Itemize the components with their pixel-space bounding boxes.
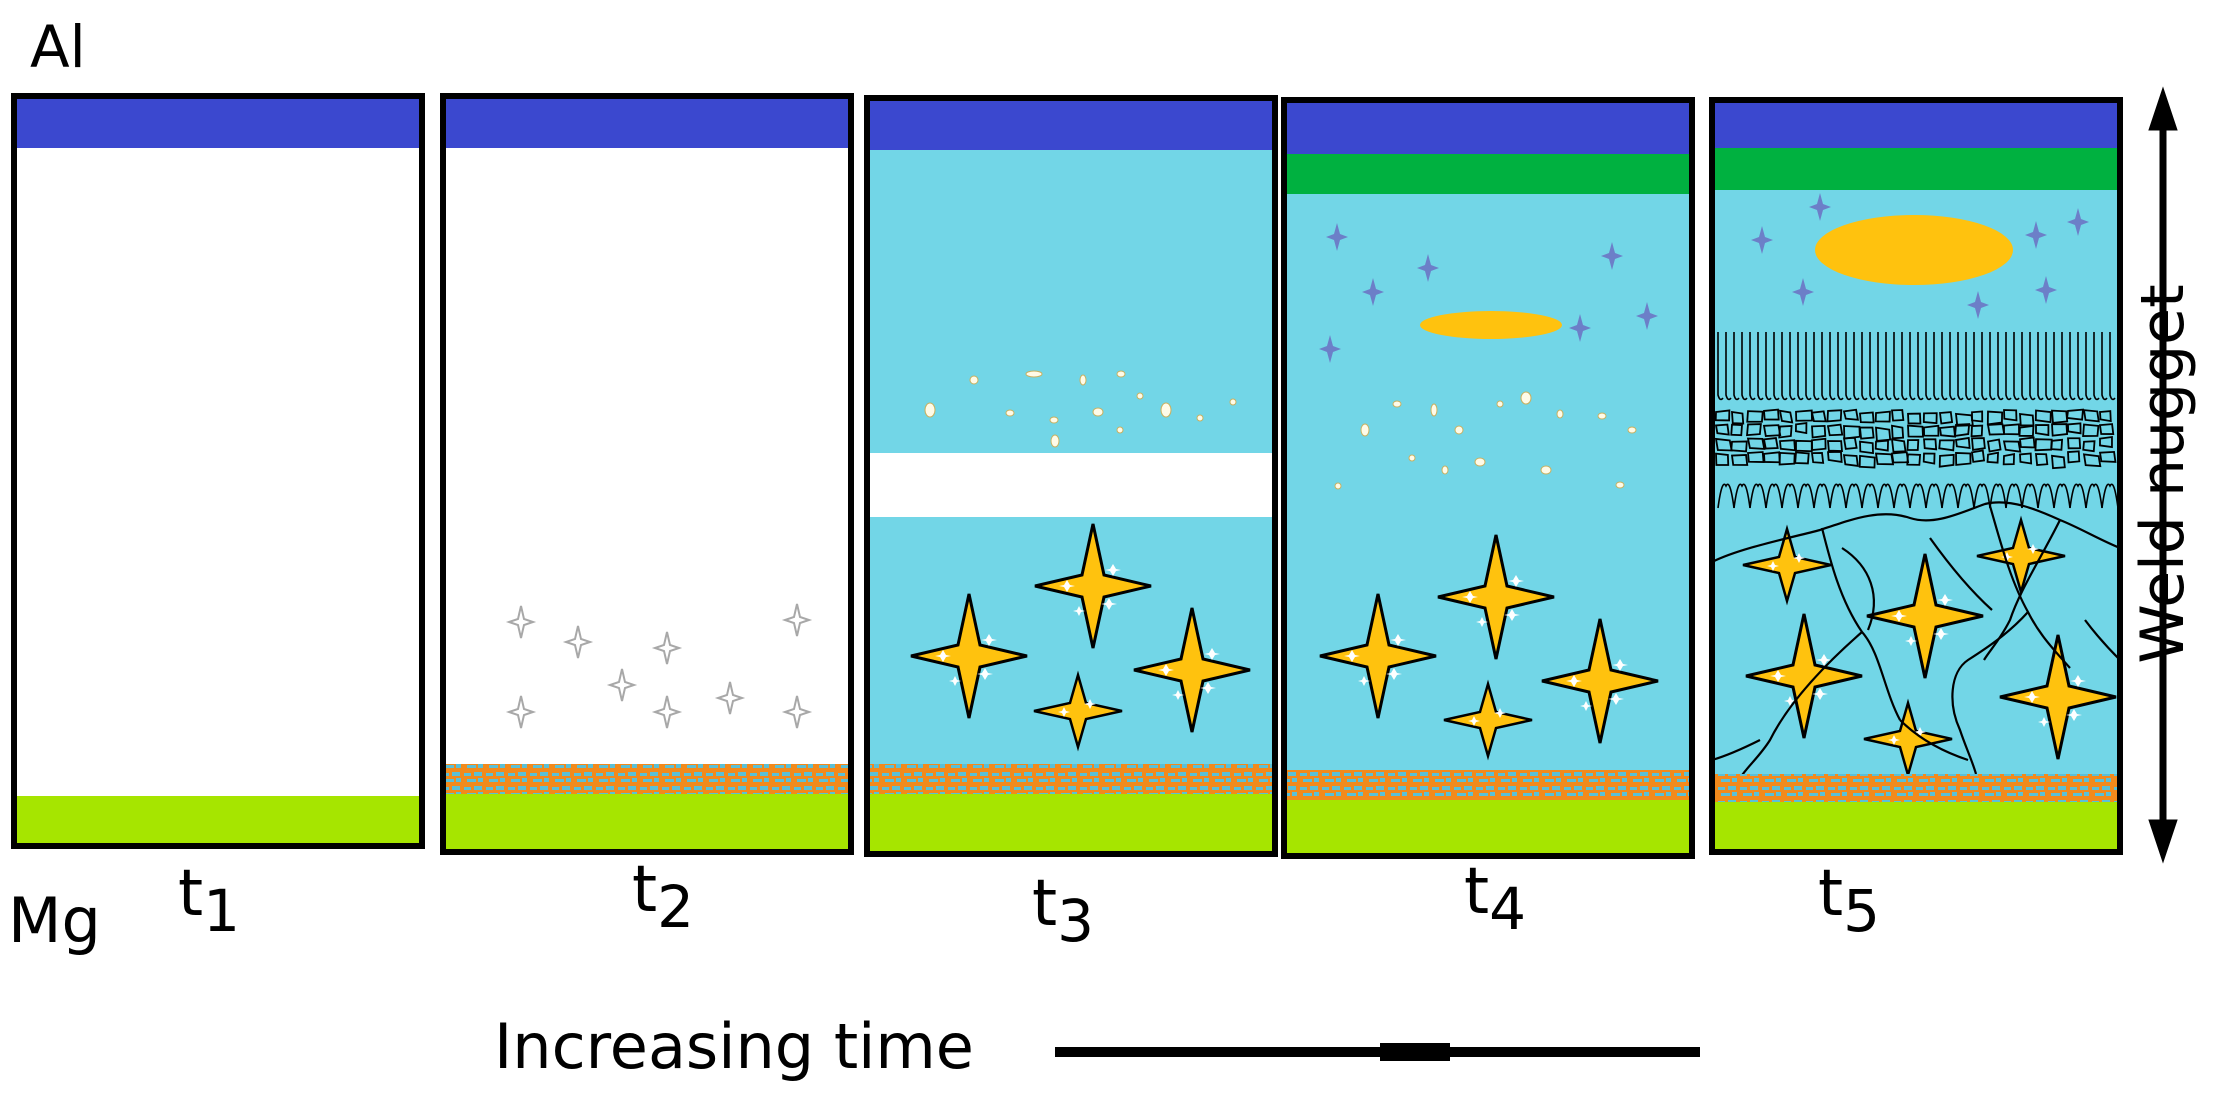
equiaxed-grains xyxy=(1714,408,2117,470)
weld-nugget-arrow xyxy=(2148,86,2178,864)
time-label-t4: t4 xyxy=(1464,855,1526,943)
al-layer xyxy=(443,96,851,148)
grain-boundary-cracks xyxy=(1711,501,2121,779)
time-label-t2: t2 xyxy=(632,853,694,941)
time-label-t3: t3 xyxy=(1032,867,1094,955)
interface-layer xyxy=(443,764,851,794)
weld-nugget-label: Weld nugget xyxy=(2128,284,2198,664)
mg-layer xyxy=(14,796,422,846)
panel-t1 xyxy=(11,93,425,849)
mg-layer xyxy=(443,794,851,852)
mg-layer xyxy=(1284,800,1692,856)
time-label-t1: t1 xyxy=(178,857,240,945)
panel-t5 xyxy=(1709,97,2123,855)
dendrite-arches xyxy=(1717,483,2119,509)
panel-t3 xyxy=(864,95,1278,857)
precipitate-dots xyxy=(924,370,1237,448)
al-layer xyxy=(867,98,1275,150)
mg-layer xyxy=(867,794,1275,854)
mg-layer xyxy=(1712,802,2120,852)
interface-layer xyxy=(1284,770,1692,800)
al-layer xyxy=(1712,100,2120,148)
oxide-particle xyxy=(1420,311,1562,339)
columnar-grains xyxy=(1717,332,2116,401)
precipitate-dots xyxy=(1334,391,1637,490)
imc-layer xyxy=(1284,154,1692,194)
oxide-particle xyxy=(1815,215,2013,285)
al-label: Al xyxy=(30,13,86,81)
al-layer xyxy=(14,96,422,148)
interface-layer xyxy=(867,764,1275,794)
panel-t2 xyxy=(440,93,854,855)
mg-label: Mg xyxy=(8,884,101,957)
panel-t4 xyxy=(1281,97,1695,859)
interface-layer xyxy=(1712,774,2120,802)
time-label-t5: t5 xyxy=(1818,857,1880,945)
increasing-time-label: Increasing time xyxy=(494,1010,974,1083)
white-band xyxy=(867,453,1275,517)
imc-layer xyxy=(1712,148,2120,190)
al-layer xyxy=(1284,100,1692,154)
